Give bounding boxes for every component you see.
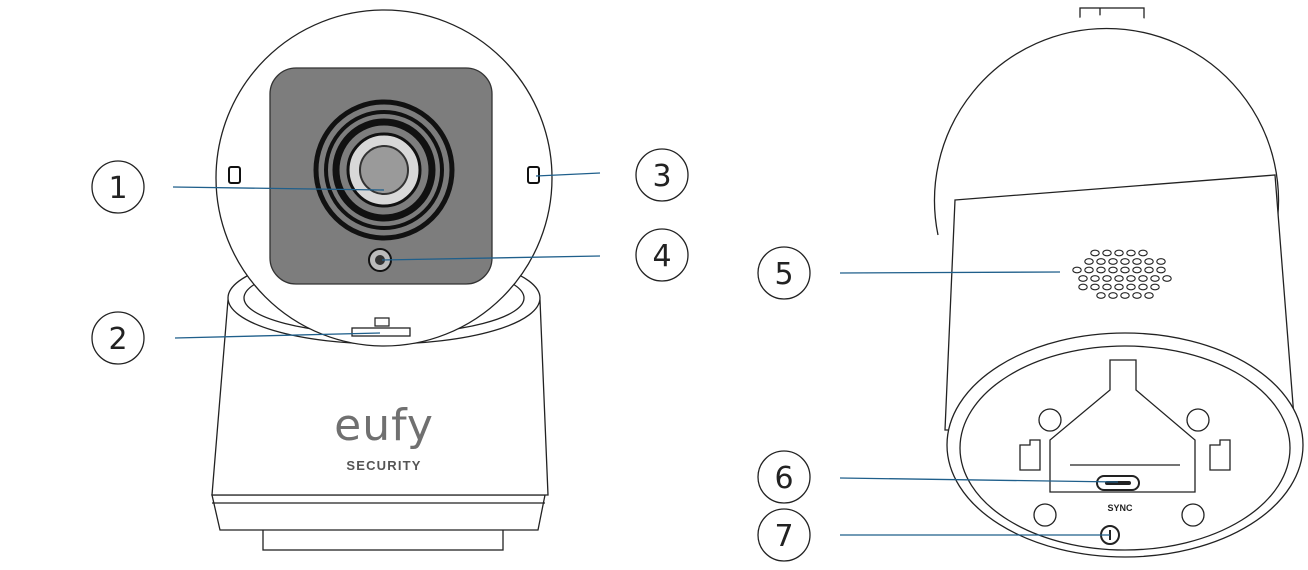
base-plate <box>262 527 504 551</box>
base-lower <box>211 494 546 531</box>
grille-hole <box>1090 283 1100 291</box>
screw-hole <box>1038 408 1062 432</box>
logo-tagline: SECURITY <box>346 458 421 473</box>
grille-hole <box>1102 283 1112 291</box>
sync-label: SYNC <box>1107 503 1133 513</box>
grille-hole <box>1132 258 1142 265</box>
grille-hole <box>1126 249 1136 257</box>
grille-hole <box>1120 292 1130 299</box>
screw-hole <box>1033 503 1057 527</box>
callout-3: 3 <box>635 148 689 202</box>
grille-hole <box>1144 258 1154 265</box>
mount-plate <box>1049 359 1196 493</box>
grille-hole <box>1114 275 1124 282</box>
callout-number: 2 <box>108 322 127 357</box>
sd-slot <box>351 327 411 337</box>
grille-hole <box>1132 266 1142 274</box>
rear-view <box>933 7 1304 558</box>
grille-hole <box>1120 266 1130 274</box>
grille-hole <box>1090 249 1100 257</box>
grille-hole <box>1114 283 1124 291</box>
grille-hole <box>1114 249 1124 257</box>
screw-hole <box>1181 503 1205 527</box>
callout-number: 3 <box>652 159 671 194</box>
front-view <box>211 9 553 551</box>
mount-clip <box>1019 439 1041 471</box>
leader-line-2 <box>174 332 381 339</box>
callout-1: 1 <box>91 160 145 214</box>
grille-hole <box>1126 283 1136 291</box>
grille-hole <box>1096 258 1106 265</box>
grille-hole <box>1144 292 1154 299</box>
grille-hole <box>1102 275 1112 282</box>
grille-hole <box>1084 266 1094 274</box>
grille-hole <box>1138 275 1148 282</box>
eufy-logo: eufy <box>334 400 434 451</box>
grille-hole <box>1132 292 1142 299</box>
grille-hole <box>1078 275 1088 282</box>
grille-hole <box>1126 275 1136 282</box>
grille-hole <box>1138 249 1148 257</box>
grille-hole <box>1096 266 1106 274</box>
lens-outer-ring <box>313 99 455 241</box>
mount-clip <box>1209 439 1231 471</box>
grille-hole <box>1090 275 1100 282</box>
speaker-grille <box>1072 249 1172 299</box>
right-indicator <box>527 166 540 184</box>
leader-line-5 <box>839 271 1061 274</box>
grille-hole <box>1078 283 1088 291</box>
leader-line-3 <box>535 172 601 177</box>
callout-number: 4 <box>652 239 671 274</box>
grille-hole <box>1150 283 1160 291</box>
callout-7: 7 <box>757 508 811 562</box>
grille-hole <box>1120 258 1130 265</box>
callout-2: 2 <box>91 311 145 365</box>
grille-hole <box>1108 266 1118 274</box>
grille-hole <box>1150 275 1160 282</box>
callout-number: 6 <box>774 461 793 496</box>
left-indicator <box>228 166 241 184</box>
screw-hole <box>1186 408 1210 432</box>
callout-number: 7 <box>774 519 793 554</box>
callout-5: 5 <box>757 246 811 300</box>
callouts: 1 2 3 4 5 6 7 <box>91 148 1119 562</box>
grille-hole <box>1102 249 1112 257</box>
callout-6: 6 <box>757 450 811 504</box>
callout-number: 5 <box>774 257 793 292</box>
usb-port <box>1096 475 1140 491</box>
grille-hole <box>1138 283 1148 291</box>
grille-hole <box>1108 258 1118 265</box>
callout-number: 1 <box>108 171 127 206</box>
leader-line-1 <box>172 186 385 191</box>
grille-hole <box>1096 292 1106 299</box>
grille-hole <box>1084 258 1094 265</box>
callout-4: 4 <box>635 228 689 282</box>
grille-hole <box>1156 266 1166 274</box>
sd-icon <box>374 317 390 327</box>
grille-hole <box>1162 275 1172 282</box>
grille-hole <box>1144 266 1154 274</box>
grille-hole <box>1156 258 1166 265</box>
grille-hole <box>1072 266 1082 274</box>
leader-line-6 <box>839 477 1119 483</box>
leader-line-4 <box>381 255 601 261</box>
grille-hole <box>1108 292 1118 299</box>
leader-lines <box>172 172 1119 536</box>
